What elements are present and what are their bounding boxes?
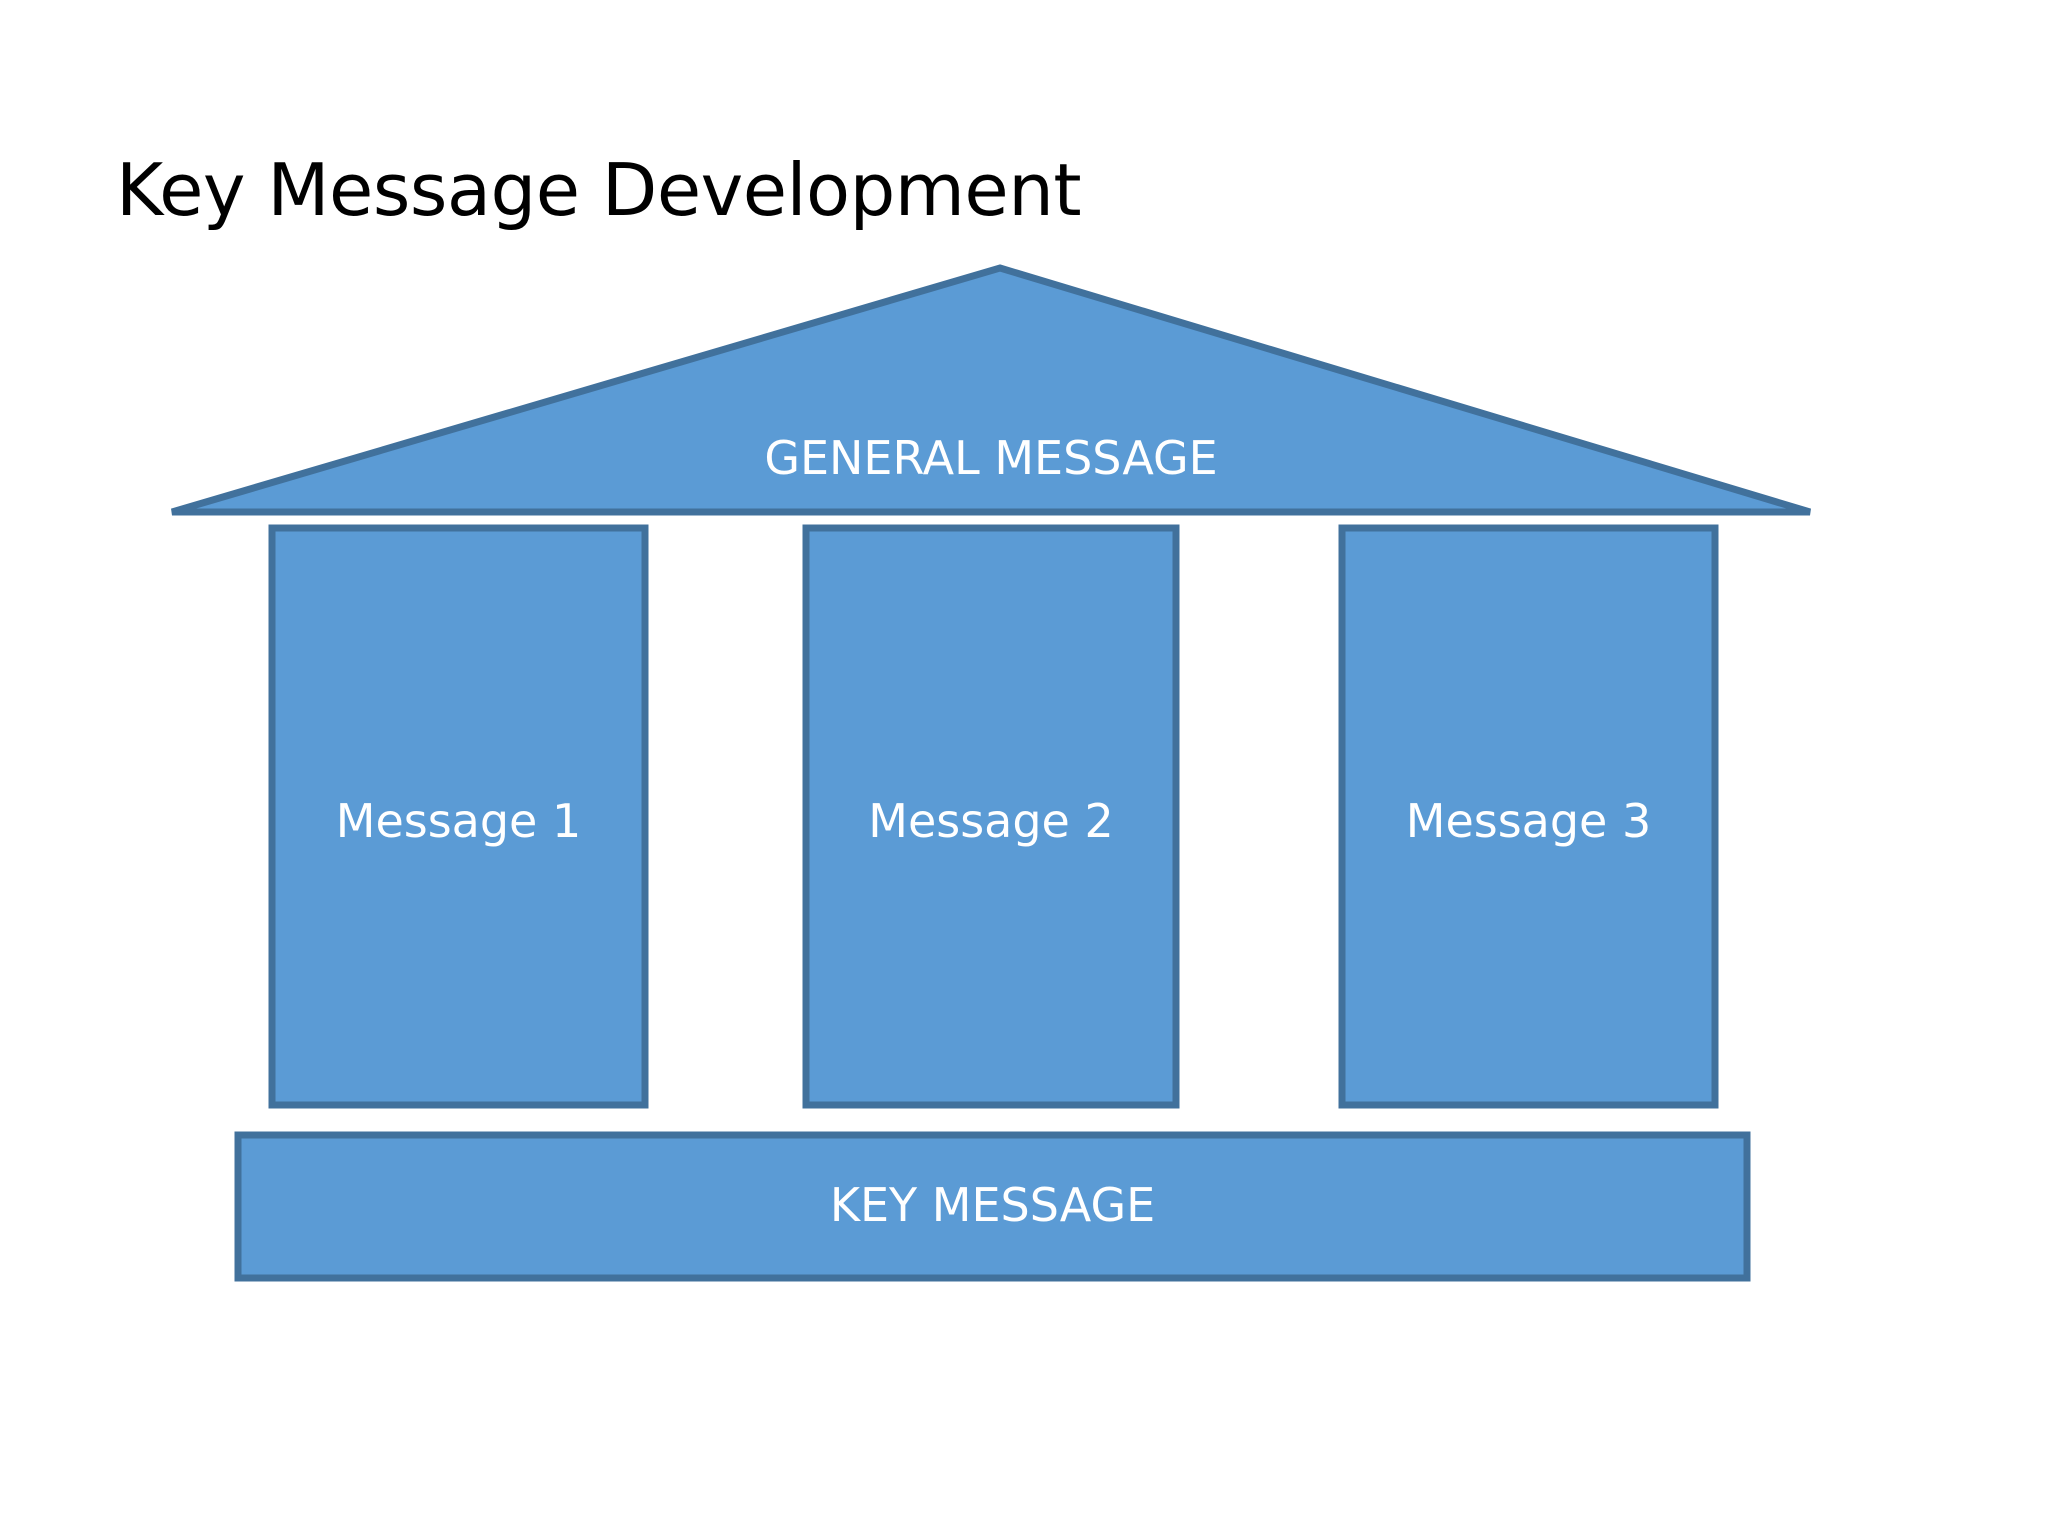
pillar-3-shape[interactable] bbox=[1338, 524, 1719, 1109]
page-title: Key Message Development bbox=[116, 148, 1082, 232]
roof-triangle-shape[interactable] bbox=[171, 264, 1812, 516]
pillar-2-shape[interactable] bbox=[802, 524, 1180, 1109]
base-bar-shape[interactable] bbox=[234, 1131, 1751, 1282]
pillar-1-shape[interactable] bbox=[268, 524, 649, 1109]
